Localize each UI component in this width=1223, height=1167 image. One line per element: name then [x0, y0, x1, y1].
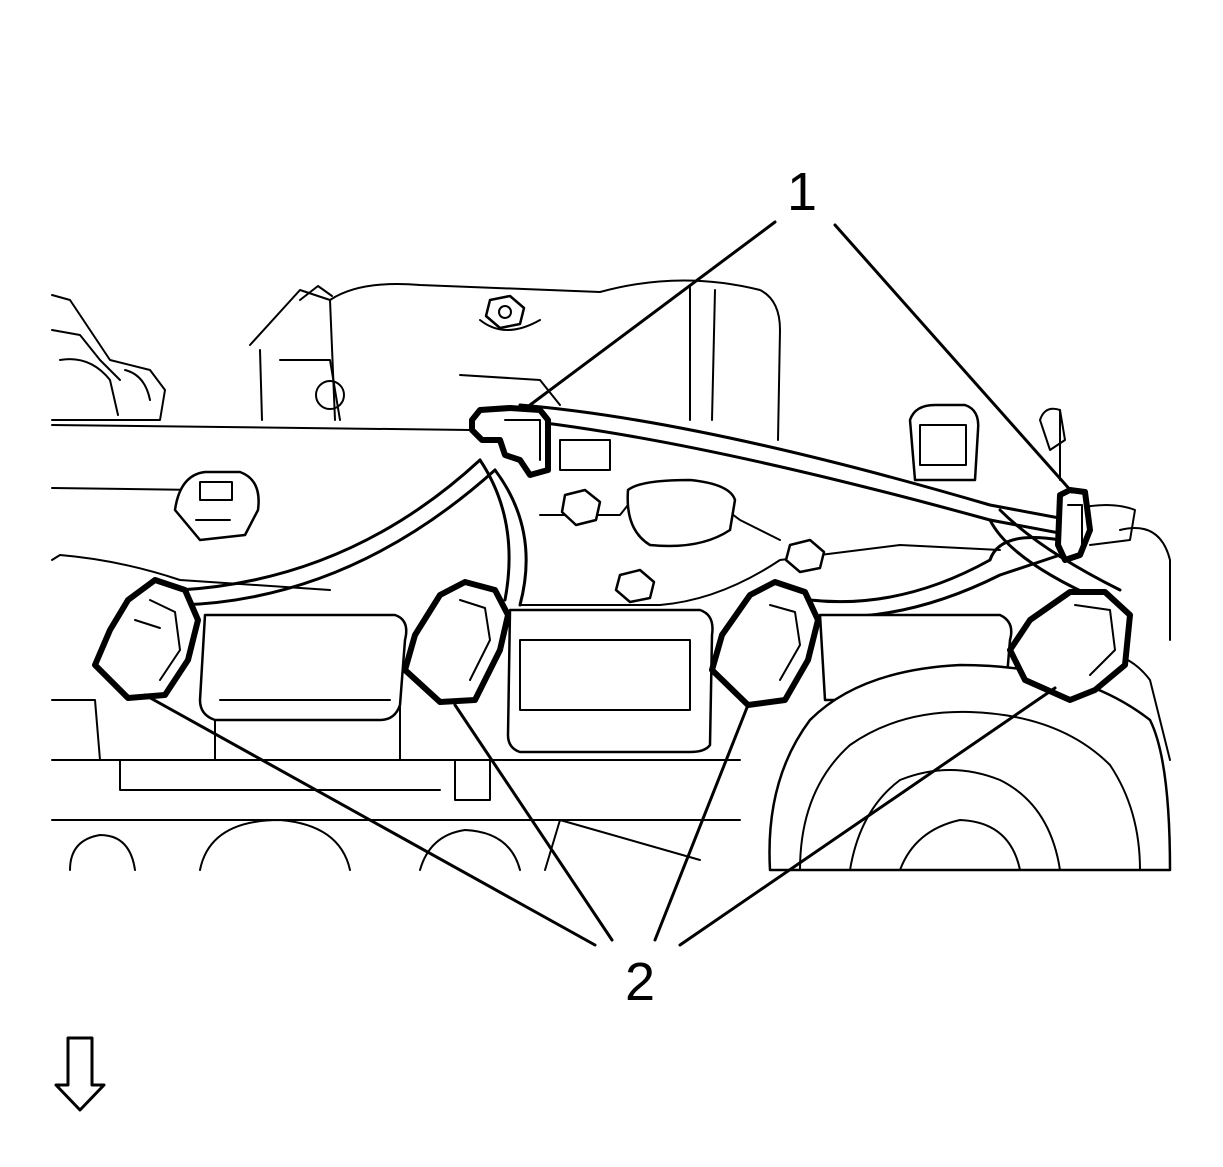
- leader-2-a: [143, 693, 597, 947]
- leader-lines: [143, 220, 1074, 947]
- leader-2-c: [653, 703, 750, 942]
- leader-1-right: [833, 223, 1074, 494]
- intake-manifold: [329, 279, 781, 441]
- fuel-rail: [51, 403, 1066, 606]
- coil-connector-1: [92, 577, 201, 701]
- callout-2: 2: [625, 952, 656, 1012]
- coil-connectors: [92, 577, 1133, 708]
- harness-clip-left: [469, 405, 551, 478]
- down-arrow-icon: [54, 1036, 106, 1112]
- leader-2-b: [453, 703, 614, 942]
- coil-connector-2: [402, 579, 511, 705]
- air-intake-hose: [768, 527, 1172, 872]
- coil-connector-4: [1007, 589, 1133, 703]
- left-components: [51, 285, 345, 421]
- callout-1: 1: [787, 162, 818, 222]
- engine-block-lower: [51, 699, 741, 871]
- coil-connector-3: [709, 579, 821, 708]
- harness-clip-right: [1055, 487, 1093, 563]
- harness-clips: [469, 405, 1093, 563]
- leader-2-d: [678, 686, 1057, 947]
- leader-1-left: [528, 220, 777, 407]
